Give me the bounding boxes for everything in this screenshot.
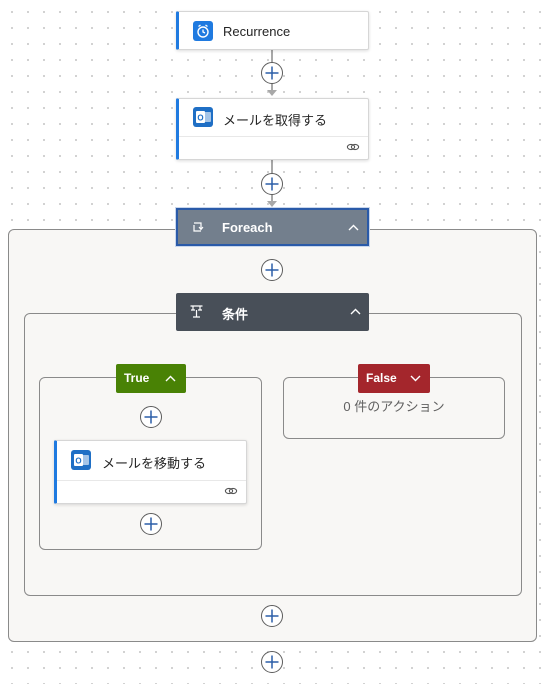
condition-icon [190,305,203,318]
plus-icon [265,263,279,277]
loop-icon [193,222,204,232]
link-icon [346,143,360,151]
alarm-clock-icon [193,21,213,41]
add-step-button[interactable] [261,173,283,195]
move-email-title: メールを移動する [102,456,207,471]
outlook-icon: O [71,450,91,470]
add-step-button[interactable] [140,513,162,535]
plus-icon [265,177,279,191]
plus-icon [265,609,279,623]
add-step-button[interactable] [261,259,283,281]
get-email-title: メールを取得する [223,113,328,128]
chevron-up-icon[interactable] [165,375,176,382]
outlook-icon: O [193,107,213,127]
plus-icon [265,66,279,80]
svg-text:O: O [75,457,81,466]
trigger-title: Recurrence [223,24,291,39]
foreach-header[interactable]: Foreach [176,208,369,246]
true-branch-header[interactable]: True [116,364,186,393]
condition-header[interactable]: 条件 [176,293,369,331]
true-branch-label: True [124,371,150,385]
add-step-button[interactable] [261,62,283,84]
false-branch-empty-text: 0 件のアクション [343,399,445,414]
foreach-title: Foreach [222,220,273,235]
link-icon [224,487,238,495]
plus-icon [144,517,158,531]
card-footer [179,136,368,159]
add-step-button[interactable] [140,406,162,428]
condition-title: 条件 [222,307,249,322]
plus-icon [265,655,279,669]
plus-icon [144,410,158,424]
chevron-down-icon[interactable] [410,375,421,382]
recurrence-trigger-card[interactable]: Recurrence [176,11,369,50]
add-step-button[interactable] [261,605,283,627]
get-email-action-card[interactable]: O メールを取得する [176,98,369,160]
chevron-up-icon[interactable] [348,224,359,231]
card-footer [57,480,246,503]
move-email-action-card[interactable]: O メールを移動する [54,440,247,504]
add-step-button[interactable] [261,651,283,673]
false-branch-label: False [366,371,397,385]
false-branch-header[interactable]: False [358,364,430,393]
chevron-up-icon[interactable] [350,308,361,315]
svg-text:O: O [197,114,203,123]
